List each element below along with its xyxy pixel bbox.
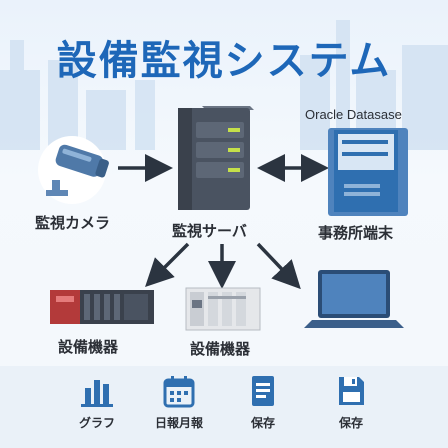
document-icon — [252, 376, 274, 406]
equipment-2-label: 設備機器 — [190, 340, 251, 358]
camera-icon — [38, 136, 109, 204]
equipment-rack-icon — [50, 290, 154, 324]
feature-graph-label: グラフ — [78, 416, 115, 430]
feature-save-label-2: 保存 — [338, 416, 363, 430]
server-label: 監視サーバ — [172, 222, 247, 240]
calendar-icon — [163, 376, 195, 408]
arrow-server-to-equipment-1 — [145, 242, 190, 287]
arrow-server-to-laptop — [256, 242, 301, 290]
feature-graph: グラフ — [62, 374, 132, 436]
camera-label: 監視カメラ — [35, 214, 111, 232]
equipment-1-label: 設備機器 — [58, 338, 119, 356]
office-terminal-label: 事務所端末 — [318, 224, 394, 242]
oracle-database-label: Oracle Datasase — [305, 107, 402, 122]
equipment-unit-icon — [185, 287, 261, 331]
server-icon — [178, 106, 254, 210]
office-terminal-icon — [328, 128, 408, 216]
laptop-icon — [304, 270, 404, 328]
bar-chart-icon — [81, 380, 113, 407]
feature-save-label-1: 保存 — [250, 416, 275, 430]
feature-save-document: 保存 — [228, 374, 298, 436]
page-title: 設備監視システム — [56, 38, 392, 84]
feature-report-label: 日報月報 — [154, 416, 203, 430]
feature-daily-monthly-report: 日報月報 — [144, 374, 214, 436]
feature-save-storage: 保存 — [316, 374, 386, 436]
background-skyline — [0, 20, 448, 150]
feature-strip-background — [0, 366, 448, 448]
floppy-disk-icon — [339, 377, 364, 405]
